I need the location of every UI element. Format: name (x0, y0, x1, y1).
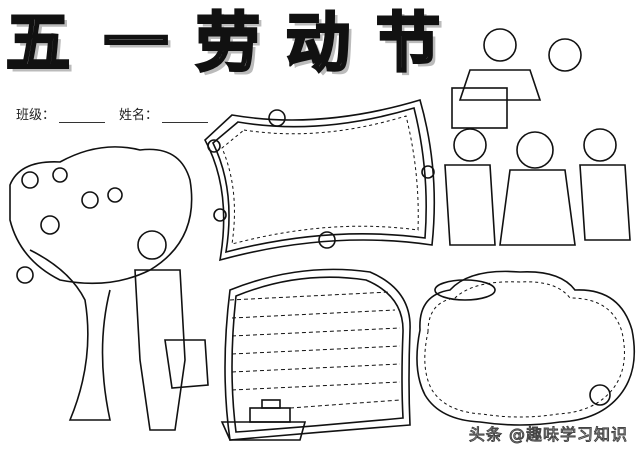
title-char-1: 五 (5, 6, 72, 83)
class-blank[interactable] (59, 110, 106, 123)
cloud-frame-with-flower (416, 270, 636, 426)
class-label: 班级： (16, 108, 56, 123)
candy-bow-frame (204, 99, 436, 262)
name-label: 姓名： (119, 108, 159, 123)
title-char-3: 劳 (195, 6, 262, 83)
title-char-2: 一 (103, 6, 170, 83)
class-field[interactable]: 班级： (16, 104, 106, 123)
title-char-4: 动 (285, 6, 352, 83)
girl-picking-apples-under-tree (9, 146, 209, 431)
name-blank[interactable] (162, 110, 209, 123)
page-title: 五 一 劳 动 节 (5, 4, 456, 84)
lined-wave-frame-with-ship (220, 268, 411, 441)
name-field[interactable]: 姓名： (119, 104, 209, 123)
watermark: 头条 @趣味学习知识 (468, 425, 628, 445)
student-info-fields: 班级： 姓名： (16, 104, 209, 123)
group-of-workers (444, 28, 631, 246)
title-char-5: 节 (375, 6, 442, 83)
